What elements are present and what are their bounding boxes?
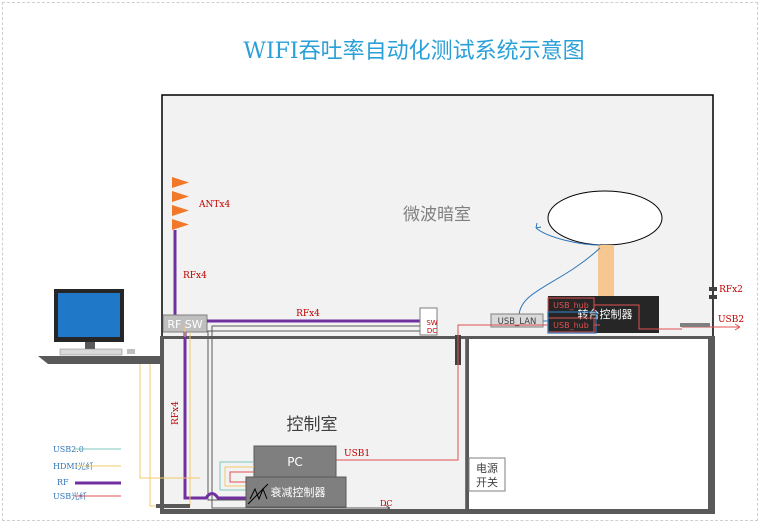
dc-control-line <box>207 330 420 501</box>
sw-dc-sw-label: SW <box>426 319 437 327</box>
attenuator-icon <box>249 487 268 501</box>
pc-label: PC <box>287 455 303 469</box>
usb1-line <box>335 324 548 461</box>
legend-usb-fiber-label: USB光纤 <box>53 491 87 501</box>
attenuator-box <box>245 476 347 508</box>
sw-dc-dc-label: DC <box>427 327 437 335</box>
usb2-pc-atten-b <box>224 466 254 487</box>
monitor-stand <box>85 342 95 349</box>
anechoic-chamber-label: 微波暗室 <box>403 205 471 225</box>
rfx2-port-b <box>709 295 717 299</box>
power-switch <box>468 457 506 492</box>
antenna-icon-4 <box>172 219 189 230</box>
rf-horizontal-label: RFx4 <box>296 309 320 319</box>
usb2-port <box>680 323 710 327</box>
antenna-icon-1 <box>172 177 189 188</box>
left-wall <box>160 336 164 510</box>
control-room-label: 控制室 <box>287 415 338 435</box>
antenna-icon-2 <box>172 191 189 202</box>
diagram-title: WIFI吞吐率自动化测试系统示意图 <box>243 39 584 64</box>
turntable-controller <box>548 296 659 333</box>
pc-box <box>253 445 337 478</box>
dut-ellipse <box>547 190 663 246</box>
hdmi-vertical-line <box>184 325 191 506</box>
middle-wall <box>466 336 469 512</box>
antenna-icon-3 <box>172 205 189 216</box>
power-switch-line1: 电源 <box>476 461 498 475</box>
hub-frame <box>547 311 597 334</box>
legend-usb2-label: USB2.0 <box>53 445 84 454</box>
mouse <box>127 349 135 354</box>
usb2-label: USB2 <box>718 315 744 325</box>
rf-down-line <box>183 332 248 500</box>
dut-cable <box>535 227 601 246</box>
monitor-screen <box>58 293 120 337</box>
rf-up-label: RFx4 <box>183 271 207 281</box>
usb-lan-label: USB_LAN <box>498 317 537 327</box>
legend: USB2.0 HDMI光纤 RF USB光纤 <box>53 445 121 501</box>
rfx2-port-a <box>709 287 717 291</box>
legend-rf-label: RF <box>57 478 69 487</box>
dc-arrow <box>384 504 391 512</box>
power-switch-line2: 开关 <box>476 475 498 489</box>
rf-down-label: RFx4 <box>171 401 181 425</box>
fiber-port <box>156 504 190 508</box>
right-room <box>466 337 713 510</box>
sw-dc-box <box>419 307 438 336</box>
usb2-arrow <box>734 323 741 331</box>
legend-hdmi-label: HDMI光纤 <box>53 461 94 471</box>
ant-label: ANTx4 <box>198 200 230 210</box>
hdmi-monitor-line <box>139 364 200 479</box>
usb1-label: USB1 <box>344 449 370 459</box>
usb2-pc-atten-a <box>219 461 254 491</box>
usb-hub-label-2: USB_hub <box>553 321 589 330</box>
right-wall <box>708 336 715 512</box>
rf-switch-label: RF SW <box>167 318 202 331</box>
desk <box>38 356 162 364</box>
turntable-column <box>598 245 614 297</box>
sw-control-line <box>211 325 420 509</box>
dut-cable-arrow <box>535 222 542 229</box>
rfx2-label: RFx2 <box>719 285 743 295</box>
keyboard <box>59 348 123 356</box>
usb-fiber-hub <box>594 304 682 330</box>
dc-label: DC <box>380 499 393 508</box>
floor-slab <box>160 336 715 339</box>
ground-slab <box>160 509 715 514</box>
attenuator-label: 衰减控制器 <box>271 485 326 499</box>
usb-lan-cable <box>518 247 601 317</box>
usb-hub-label-1: USB_hub <box>553 301 589 310</box>
usb2-pc-atten-c <box>229 471 254 483</box>
hdmi-desk-line <box>149 364 160 507</box>
attenuator-icon-arrow <box>247 483 269 505</box>
